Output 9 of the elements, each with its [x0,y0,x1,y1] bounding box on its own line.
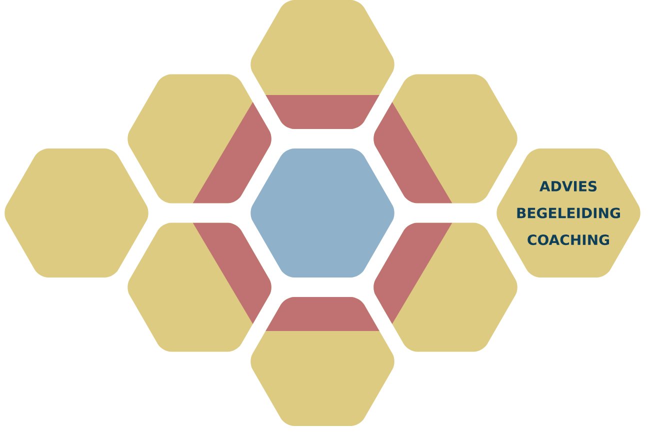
hexagon: ADVIES BEGELEIDING COACHING [496,148,640,278]
hexagon [128,222,272,352]
hexagon [374,222,518,352]
hexagon [250,297,394,426]
hexagon [250,0,394,129]
hexagon [128,74,272,204]
hexagon [4,148,148,278]
hexagon [250,148,394,278]
hexagon [374,74,518,204]
